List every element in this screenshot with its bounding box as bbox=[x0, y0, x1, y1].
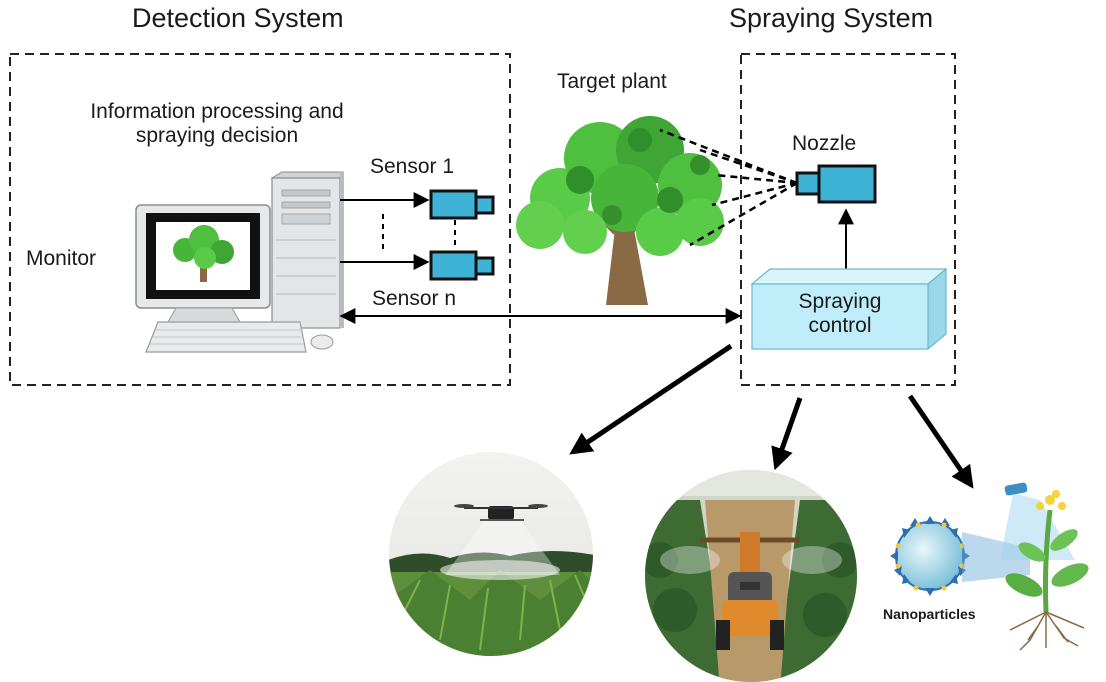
info-processing-label: Information processing and spraying deci… bbox=[90, 100, 344, 148]
nozzle-icon bbox=[795, 164, 877, 204]
sensor-n-label: Sensor n bbox=[372, 287, 457, 310]
sensor-1-camera-icon bbox=[429, 189, 495, 220]
arrow-to-nanoparticles bbox=[907, 394, 974, 489]
mouse-icon bbox=[310, 334, 334, 350]
arrow-to-drone bbox=[569, 343, 733, 455]
monitor-icon bbox=[135, 204, 271, 323]
monitor-label: Monitor bbox=[26, 247, 97, 270]
detection-system-title: Detection System bbox=[132, 3, 344, 33]
target-plant-tree-icon bbox=[516, 116, 724, 305]
sensor-1-label: Sensor 1 bbox=[370, 155, 455, 178]
nanoparticle-icon bbox=[890, 516, 970, 596]
nanoparticles-label: Nanoparticles bbox=[883, 606, 976, 622]
arrow-to-robot bbox=[771, 397, 803, 471]
ground-robot-image bbox=[645, 470, 857, 682]
sprayed-plant-icon bbox=[1000, 482, 1089, 651]
spray-lines bbox=[659, 128, 798, 247]
nozzle-label: Nozzle bbox=[792, 132, 857, 155]
spraying-system-box bbox=[740, 53, 956, 386]
keyboard-icon bbox=[145, 321, 307, 353]
sensor-n-camera-icon bbox=[429, 250, 495, 281]
drone-spraying-image bbox=[389, 452, 593, 656]
spraying-control-label: Spraying control bbox=[798, 290, 882, 338]
target-plant-label: Target plant bbox=[557, 70, 667, 93]
spraying-control-box bbox=[750, 267, 948, 351]
detection-system-box bbox=[9, 53, 511, 386]
spraying-system-title: Spraying System bbox=[729, 3, 934, 33]
computer-tower-icon bbox=[270, 171, 344, 329]
